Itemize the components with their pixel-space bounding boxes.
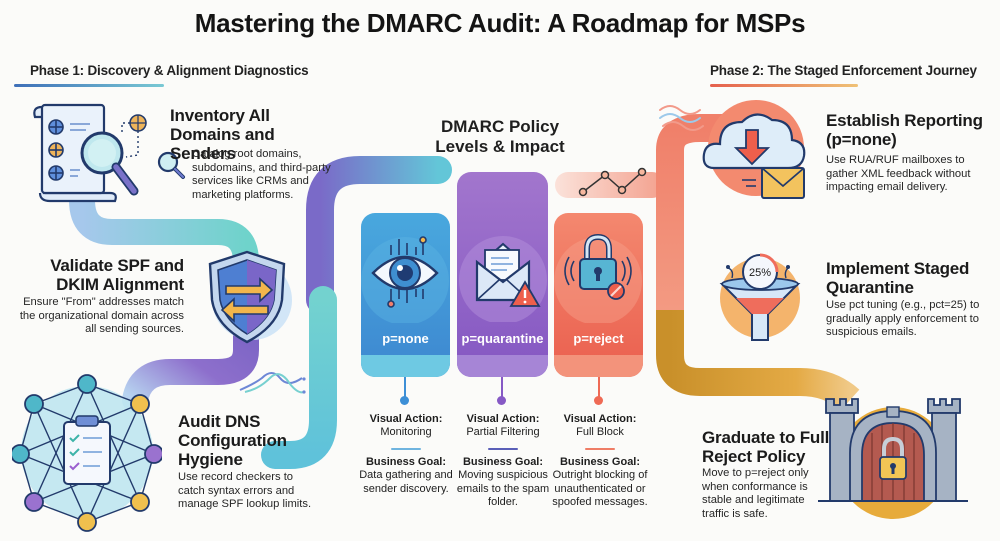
policy-label-reject: p=reject	[573, 331, 624, 346]
policy-label-none: p=none	[382, 331, 429, 346]
stem-reject	[598, 377, 600, 399]
policy-details-none: Visual Action: Monitoring Business Goal:…	[357, 413, 455, 496]
policy-card-none: p=none	[361, 213, 450, 377]
visual-action-label: Visual Action:	[466, 413, 540, 425]
step-reject-title: Graduate to Full Reject Policy	[702, 428, 830, 467]
visual-action-value: Full Block	[576, 426, 624, 439]
funnel-badge: 25%	[749, 267, 771, 279]
page-title: Mastering the DMARC Audit: A Roadmap for…	[194, 8, 806, 38]
envelope-warning-icon	[459, 236, 547, 322]
step-dns-title: Audit DNS Configuration Hygiene	[178, 412, 287, 470]
step-dns-description: Use record checkers to catch syntax erro…	[178, 471, 312, 511]
dot-none	[400, 396, 409, 405]
funnel-icon: 25%	[716, 248, 804, 344]
stem-none	[404, 377, 406, 399]
separator	[391, 447, 421, 450]
coral-top-strip	[555, 172, 665, 198]
step-inventory-description: Catalog root domains, subdomains, and th…	[192, 148, 331, 201]
dot-reject	[594, 396, 603, 405]
business-goal-value: Data gathering and sender discovery.	[359, 469, 453, 495]
dot-quarantine	[497, 396, 506, 405]
business-goal-value: Moving suspicious emails to the spam fol…	[456, 469, 550, 509]
decorative-waves	[659, 105, 704, 131]
path-center-arch	[306, 156, 452, 314]
decorative-curves	[239, 372, 306, 394]
visual-action-value: Monitoring	[380, 426, 432, 439]
separator	[488, 447, 518, 450]
step-validate-description: Ensure "From" addresses match the organi…	[19, 296, 184, 336]
step-validate-title: Validate SPF and DKIM Alignment	[50, 256, 184, 295]
step-reporting-description: Use RUA/RUF mailboxes to gather XML feed…	[826, 154, 971, 194]
policy-card-reject: p=reject	[554, 213, 643, 377]
business-goal-label: Business Goal:	[462, 455, 544, 468]
phase1-heading: Phase 1: Discovery & Alignment Diagnosti…	[30, 63, 309, 78]
policy-card-quarantine: p=quarantine	[457, 172, 548, 377]
policy-title-line1: DMARC Policy	[440, 117, 560, 136]
path-gold-segment	[656, 310, 860, 411]
small-magnifier-icon	[156, 150, 186, 180]
cloud-download-envelope-icon	[700, 98, 812, 213]
policy-title-line2: Levels & Impact	[435, 136, 565, 156]
phase1-underline	[14, 84, 164, 87]
path-teal-vertical	[261, 286, 337, 469]
castle-gate-lock-icon	[818, 393, 968, 528]
visual-action-label: Visual Action:	[563, 413, 637, 425]
business-goal-label: Business Goal:	[559, 455, 641, 468]
step-quarantine-description: Use pct tuning (e.g., pct=25) to gradual…	[826, 299, 980, 339]
decorative-trendline	[578, 167, 647, 197]
policy-details-quarantine: Visual Action: Partial Filtering Busines…	[455, 413, 551, 509]
business-goal-label: Business Goal:	[365, 455, 447, 468]
step-reporting-title: Establish Reporting (p=none)	[826, 111, 983, 150]
policy-details-reject: Visual Action: Full Block Business Goal:…	[552, 413, 648, 509]
policy-section-title: DMARC Policy Levels & Impact	[410, 117, 590, 156]
path-teal-segment	[69, 187, 259, 293]
separator	[585, 447, 615, 450]
path-purple-segment	[122, 307, 259, 413]
step-quarantine-title: Implement Staged Quarantine	[826, 259, 970, 298]
padlock-block-icon	[554, 233, 642, 323]
phase2-underline	[710, 84, 858, 87]
stem-quarantine	[501, 377, 503, 399]
shield-arrows-icon	[202, 248, 292, 346]
network-clipboard-icon	[10, 372, 164, 532]
visual-action-label: Visual Action:	[369, 413, 443, 425]
eye-icon	[361, 236, 449, 323]
phase2-heading: Phase 2: The Staged Enforcement Journey	[710, 63, 977, 78]
step-inventory-title: Inventory All Domains and Senders	[170, 106, 275, 164]
policy-label-quarantine: p=quarantine	[461, 331, 544, 346]
document-magnifier-icon	[30, 95, 160, 205]
business-goal-value: Outright blocking of unauthenticated or …	[552, 469, 648, 509]
step-reject-description: Move to p=reject only when conformance i…	[702, 467, 809, 520]
visual-action-value: Partial Filtering	[466, 426, 540, 439]
